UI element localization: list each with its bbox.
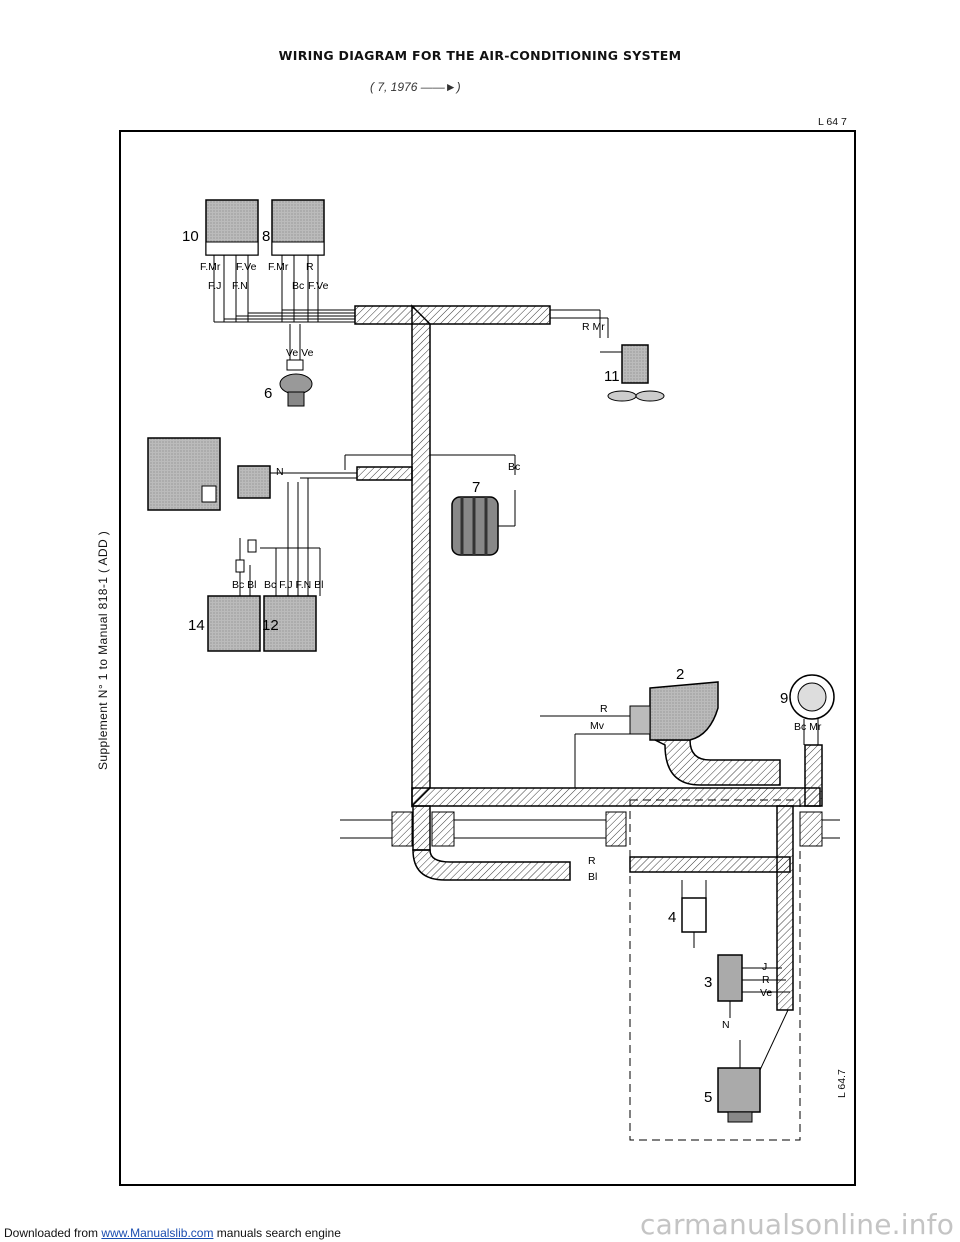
label-3: 3	[704, 974, 712, 991]
label-8: 8	[262, 228, 270, 245]
date-subtitle: ( 7, 1976 ——►)	[370, 80, 461, 94]
motor-5	[717, 1009, 789, 1123]
label-7: 7	[472, 479, 480, 496]
pressure-switch-6	[279, 324, 313, 407]
page-title: WIRING DIAGRAM FOR THE AIR-CONDITIONING …	[278, 48, 682, 63]
label-2: 2	[676, 666, 684, 683]
wire-label: R	[600, 703, 608, 715]
wire-label: Bc	[508, 461, 520, 473]
label-5: 5	[704, 1089, 712, 1106]
wire-label: R	[306, 261, 314, 273]
bulkhead-grommets	[340, 799, 840, 1141]
switch-9	[789, 674, 835, 745]
thermostat-4	[681, 880, 707, 948]
label-12: 12	[262, 617, 279, 634]
diagram-frame	[119, 130, 856, 1186]
wire-label: F.Ve	[236, 261, 257, 273]
label-4: 4	[668, 909, 676, 926]
switch-3	[717, 954, 790, 1018]
fan-motor-11	[550, 309, 665, 402]
wire-label: F.Mr	[268, 261, 289, 273]
relay-8	[271, 199, 325, 322]
relay-12	[260, 478, 321, 652]
label-10: 10	[182, 228, 199, 245]
wire-label: N	[276, 466, 284, 478]
wire-label: Bc Mr	[794, 721, 822, 733]
wire-label: N	[722, 1019, 730, 1031]
wire-label: R	[762, 974, 770, 986]
wire-label: Ve	[760, 987, 772, 999]
wire-label: Mv	[590, 720, 605, 732]
wire-label: Bc Bl	[232, 579, 257, 591]
reference-top: L 64 7	[818, 116, 847, 128]
wire-label: Bc F.J F.N Bl	[264, 579, 324, 591]
relay-10	[205, 199, 259, 322]
label-6: 6	[264, 385, 272, 402]
footer-prefix: Downloaded from	[4, 1226, 99, 1240]
wire-label: Bc	[292, 280, 304, 292]
label-14: 14	[188, 617, 205, 634]
wire-label: Bl	[588, 871, 597, 883]
label-11: 11	[604, 368, 620, 385]
wire-label: F.Ve	[308, 280, 329, 292]
wire-label: R Mr	[582, 321, 605, 333]
compressor-clutch-7	[430, 454, 516, 556]
footer: Downloaded from www.Manualslib.com manua…	[4, 1226, 341, 1240]
main-harness	[354, 304, 823, 1011]
footer-link[interactable]: www.Manualslib.com	[101, 1226, 214, 1240]
relay-14	[207, 538, 261, 652]
wire-label: Ve Ve	[286, 347, 314, 359]
wire-label: J	[762, 961, 767, 973]
wire-label: F.Mr	[200, 261, 221, 273]
label-9: 9	[780, 690, 788, 707]
blower-2	[540, 681, 719, 788]
control-unit	[147, 437, 412, 511]
watermark: carmanualsonline.info	[640, 1208, 955, 1241]
footer-suffix: manuals search engine	[216, 1226, 341, 1240]
wire-label: F.J	[208, 280, 221, 292]
wire-label: R	[588, 855, 596, 867]
wire-label: F.N	[232, 280, 248, 292]
